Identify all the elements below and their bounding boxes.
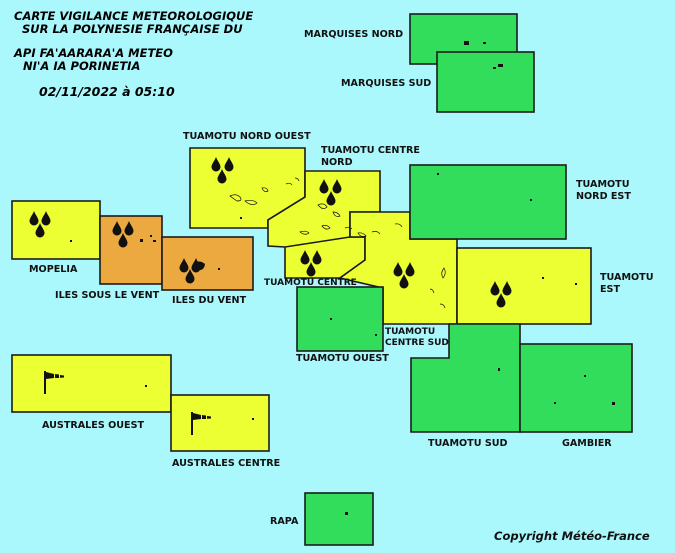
zone-tuamotu-centre-nord[interactable] [267, 170, 381, 248]
label-australes-ouest: AUSTRALES OUEST [42, 420, 145, 431]
label-tuamotu-sud: TUAMOTU SUD [428, 438, 508, 449]
header-title-line1: CARTE VIGILANCE METEOROLOGIQUE [14, 9, 254, 23]
header-title-line3: API FA'AARARA'A METEO [14, 46, 173, 60]
label-tuamotu-centre: TUAMOTU CENTRE [264, 278, 357, 288]
zone-iles-du-vent[interactable] [161, 236, 254, 291]
zone-tuamotu-est[interactable] [456, 247, 592, 325]
zone-australes-centre[interactable] [170, 394, 270, 452]
label-marquises-sud: MARQUISES SUD [341, 78, 432, 89]
label-australes-centre: AUSTRALES CENTRE [172, 458, 281, 469]
label-tuamotu-centre-sud-line1: TUAMOTU [385, 327, 436, 337]
header-title-line2: SUR LA POLYNESIE FRANÇAISE DU [22, 22, 243, 36]
label-rapa: RAPA [270, 516, 299, 527]
label-tuamotu-nord-est-line2: NORD EST [576, 191, 631, 202]
label-gambier: GAMBIER [562, 438, 612, 449]
label-tuamotu-est-line1: TUAMOTU [600, 272, 654, 283]
label-tuamotu-centre-sud-line2: CENTRE SUD [385, 338, 449, 348]
label-tuamotu-ouest: TUAMOTU OUEST [296, 353, 389, 364]
wind-sock-icon [44, 371, 64, 394]
label-iles-sous-le-vent: ILES SOUS LE VENT [55, 290, 160, 301]
zone-mopelia[interactable] [11, 200, 101, 260]
zone-marquises-sud[interactable] [436, 51, 535, 113]
label-tuamotu-nord-est-line1: TUAMOTU [576, 179, 630, 190]
zone-tuamotu-nord-est[interactable] [409, 164, 567, 240]
header-datetime: 02/11/2022 à 05:10 [39, 84, 175, 99]
wind-sock-icon [191, 412, 211, 435]
island-outlines [229, 177, 446, 309]
zone-iles-sous-le-vent[interactable] [99, 215, 163, 285]
label-tuamotu-nord-ouest: TUAMOTU NORD OUEST [183, 131, 311, 142]
header-title-line4: NI'A IA PORINETIA [23, 59, 141, 73]
label-mopelia: MOPELIA [29, 264, 78, 275]
zone-australes-ouest[interactable] [11, 354, 172, 413]
zone-gambier[interactable] [519, 343, 633, 433]
label-iles-du-vent: ILES DU VENT [172, 295, 247, 306]
label-tuamotu-centre-nord-line1: TUAMOTU CENTRE [321, 145, 420, 156]
copyright-text: Copyright Météo-France [494, 529, 650, 543]
label-marquises-nord: MARQUISES NORD [304, 29, 404, 40]
zone-rapa[interactable] [304, 492, 374, 546]
label-tuamotu-est-line2: EST [600, 284, 621, 295]
zone-tuamotu-sud[interactable] [410, 323, 521, 433]
label-tuamotu-centre-nord-line2: NORD [321, 157, 353, 168]
zone-tuamotu-ouest[interactable] [296, 286, 384, 352]
